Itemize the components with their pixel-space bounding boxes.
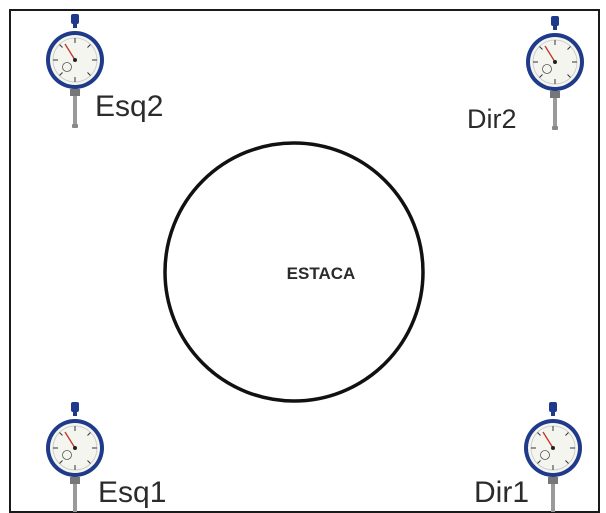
gauge-label-dir1: Dir1	[474, 476, 529, 509]
gauge-label-esq2: Esq2	[95, 90, 163, 123]
center-label: ESTACA	[287, 264, 356, 283]
dial-indicator-icon	[45, 401, 105, 512]
dial-indicator-icon	[525, 15, 585, 131]
gauge-label-dir2: Dir2	[467, 104, 517, 134]
gauge-label-esq1: Esq1	[98, 476, 166, 509]
diagram-frame	[9, 9, 600, 513]
dial-indicator-icon	[523, 401, 583, 512]
pile-circle	[163, 141, 425, 403]
